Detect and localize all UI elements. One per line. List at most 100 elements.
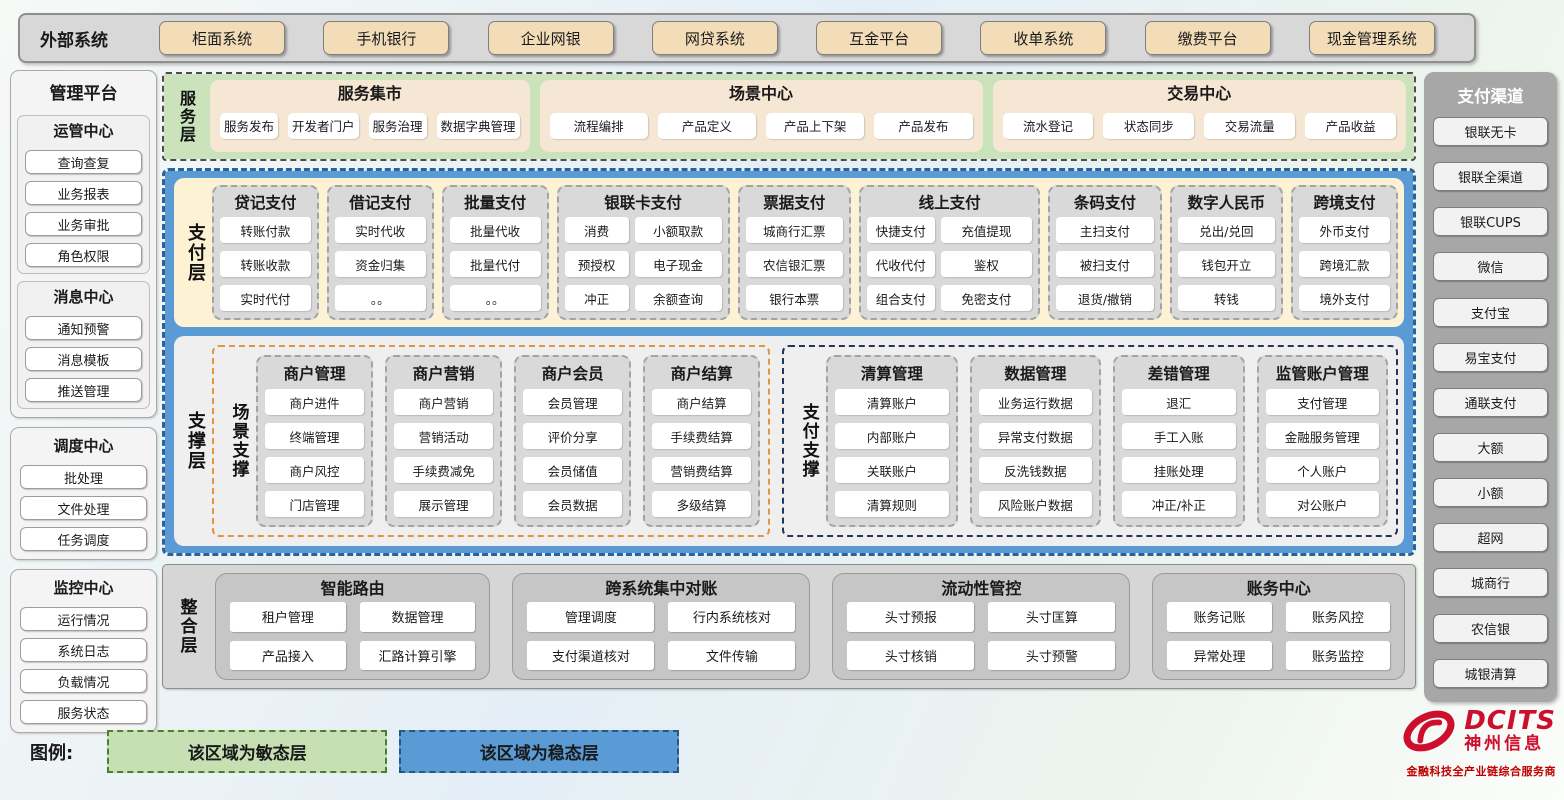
payment-item-button[interactable]: 小额取款 bbox=[634, 217, 722, 243]
external-system-button[interactable]: 企业网银 bbox=[487, 21, 614, 55]
payment-item-button[interactable]: 银行本票 bbox=[745, 285, 843, 311]
payment-item-button[interactable]: 快捷支付 bbox=[866, 217, 935, 243]
payment-item-button[interactable]: 电子现金 bbox=[634, 251, 722, 277]
payment-channel-button[interactable]: 城商行 bbox=[1433, 568, 1548, 598]
integration-item-button[interactable]: 头寸核销 bbox=[847, 640, 975, 670]
support-item-button[interactable]: 营销活动 bbox=[394, 423, 494, 449]
support-item-button[interactable]: 冲正/补正 bbox=[1122, 491, 1236, 517]
management-item-button[interactable]: 运行情况 bbox=[20, 607, 147, 631]
payment-item-button[interactable]: 境外支付 bbox=[1299, 285, 1390, 311]
payment-item-button[interactable]: 实时代收 bbox=[334, 217, 426, 243]
integration-item-button[interactable]: 账务记账 bbox=[1167, 602, 1272, 632]
payment-item-button[interactable]: 批量代付 bbox=[449, 251, 541, 277]
support-item-button[interactable]: 手续费减免 bbox=[394, 457, 494, 483]
management-item-button[interactable]: 消息模板 bbox=[25, 347, 142, 371]
payment-item-button[interactable]: 代收代付 bbox=[866, 251, 935, 277]
management-item-button[interactable]: 任务调度 bbox=[20, 527, 147, 551]
payment-channel-button[interactable]: 大额 bbox=[1433, 433, 1548, 463]
integration-item-button[interactable]: 租户管理 bbox=[230, 602, 346, 632]
payment-item-button[interactable]: 被扫支付 bbox=[1056, 251, 1154, 277]
support-item-button[interactable]: 反洗钱数据 bbox=[978, 457, 1093, 483]
support-item-button[interactable]: 会员储值 bbox=[523, 457, 623, 483]
support-item-button[interactable]: 手工入账 bbox=[1122, 423, 1236, 449]
integration-item-button[interactable]: 管理调度 bbox=[527, 602, 655, 632]
support-item-button[interactable]: 对公账户 bbox=[1265, 491, 1379, 517]
integration-item-button[interactable]: 汇路计算引擎 bbox=[359, 640, 476, 670]
payment-item-button[interactable]: 免密支付 bbox=[940, 285, 1033, 311]
support-item-button[interactable]: 清算规则 bbox=[835, 491, 949, 517]
service-item-button[interactable]: 交易流量 bbox=[1204, 112, 1296, 139]
service-item-button[interactable]: 产品定义 bbox=[657, 112, 757, 139]
management-item-button[interactable]: 服务状态 bbox=[20, 700, 147, 724]
integration-item-button[interactable]: 行内系统核对 bbox=[668, 602, 796, 632]
payment-channel-button[interactable]: 超网 bbox=[1433, 523, 1548, 553]
integration-item-button[interactable]: 头寸预警 bbox=[988, 640, 1116, 670]
external-system-button[interactable]: 网贷系统 bbox=[651, 21, 778, 55]
integration-item-button[interactable]: 账务风控 bbox=[1285, 602, 1390, 632]
service-item-button[interactable]: 状态同步 bbox=[1103, 112, 1195, 139]
payment-channel-button[interactable]: 微信 bbox=[1433, 252, 1548, 282]
integration-item-button[interactable]: 头寸预报 bbox=[847, 602, 975, 632]
support-item-button[interactable]: 支付管理 bbox=[1265, 389, 1379, 415]
management-item-button[interactable]: 推送管理 bbox=[25, 378, 142, 402]
payment-item-button[interactable]: 跨境汇款 bbox=[1299, 251, 1390, 277]
support-item-button[interactable]: 终端管理 bbox=[265, 423, 365, 449]
payment-channel-button[interactable]: 支付宝 bbox=[1433, 297, 1548, 327]
management-item-button[interactable]: 系统日志 bbox=[20, 638, 147, 662]
payment-channel-button[interactable]: 城银清算 bbox=[1433, 658, 1548, 688]
payment-channel-button[interactable]: 通联支付 bbox=[1433, 387, 1548, 417]
payment-channel-button[interactable]: 银联CUPS bbox=[1433, 207, 1548, 237]
payment-item-button[interactable]: 组合支付 bbox=[866, 285, 935, 311]
payment-item-button[interactable]: 钱包开立 bbox=[1177, 251, 1276, 277]
payment-item-button[interactable]: 余额查询 bbox=[634, 285, 722, 311]
support-item-button[interactable]: 会员管理 bbox=[523, 389, 623, 415]
payment-item-button[interactable]: 兑出/兑回 bbox=[1177, 217, 1276, 243]
support-item-button[interactable]: 多级结算 bbox=[652, 491, 752, 517]
support-item-button[interactable]: 手续费结算 bbox=[652, 423, 752, 449]
service-item-button[interactable]: 产品发布 bbox=[874, 112, 973, 139]
support-item-button[interactable]: 挂账处理 bbox=[1122, 457, 1236, 483]
payment-item-button[interactable]: 转钱 bbox=[1177, 285, 1276, 311]
payment-channel-button[interactable]: 小额 bbox=[1433, 478, 1548, 508]
payment-item-button[interactable]: 预授权 bbox=[564, 251, 629, 277]
payment-item-button[interactable]: 农信银汇票 bbox=[745, 251, 843, 277]
payment-item-button[interactable]: 转账付款 bbox=[220, 217, 311, 243]
payment-item-button[interactable]: 。。 bbox=[449, 285, 541, 311]
management-item-button[interactable]: 业务审批 bbox=[25, 212, 142, 236]
service-item-button[interactable]: 服务发布 bbox=[220, 112, 279, 139]
support-item-button[interactable]: 商户进件 bbox=[265, 389, 365, 415]
payment-item-button[interactable]: 资金归集 bbox=[334, 251, 426, 277]
payment-item-button[interactable]: 消费 bbox=[564, 217, 629, 243]
management-item-button[interactable]: 批处理 bbox=[20, 465, 147, 489]
payment-item-button[interactable]: 城商行汇票 bbox=[745, 217, 843, 243]
payment-item-button[interactable]: 。。 bbox=[334, 285, 426, 311]
service-item-button[interactable]: 开发者门户 bbox=[288, 112, 359, 139]
payment-channel-button[interactable]: 银联无卡 bbox=[1433, 117, 1548, 147]
integration-item-button[interactable]: 文件传输 bbox=[668, 640, 796, 670]
payment-item-button[interactable]: 退货/撤销 bbox=[1056, 285, 1154, 311]
support-item-button[interactable]: 个人账户 bbox=[1265, 457, 1379, 483]
payment-channel-button[interactable]: 易宝支付 bbox=[1433, 342, 1548, 372]
integration-item-button[interactable]: 异常处理 bbox=[1167, 640, 1272, 670]
payment-item-button[interactable]: 批量代收 bbox=[449, 217, 541, 243]
support-item-button[interactable]: 会员数据 bbox=[523, 491, 623, 517]
service-item-button[interactable]: 流水登记 bbox=[1002, 112, 1094, 139]
support-item-button[interactable]: 商户结算 bbox=[652, 389, 752, 415]
service-item-button[interactable]: 产品收益 bbox=[1305, 112, 1397, 139]
service-item-button[interactable]: 产品上下架 bbox=[766, 112, 865, 139]
support-item-button[interactable]: 金融服务管理 bbox=[1265, 423, 1379, 449]
support-item-button[interactable]: 商户风控 bbox=[265, 457, 365, 483]
service-item-button[interactable]: 流程编排 bbox=[549, 112, 648, 139]
support-item-button[interactable]: 展示管理 bbox=[394, 491, 494, 517]
management-item-button[interactable]: 角色权限 bbox=[25, 243, 142, 267]
management-item-button[interactable]: 业务报表 bbox=[25, 181, 142, 205]
integration-item-button[interactable]: 头寸匡算 bbox=[988, 602, 1116, 632]
external-system-button[interactable]: 手机银行 bbox=[323, 21, 450, 55]
support-item-button[interactable]: 业务运行数据 bbox=[978, 389, 1093, 415]
integration-item-button[interactable]: 产品接入 bbox=[230, 640, 346, 670]
external-system-button[interactable]: 柜面系统 bbox=[159, 21, 286, 55]
support-item-button[interactable]: 内部账户 bbox=[835, 423, 949, 449]
external-system-button[interactable]: 收单系统 bbox=[980, 21, 1107, 55]
support-item-button[interactable]: 清算账户 bbox=[835, 389, 949, 415]
management-item-button[interactable]: 负载情况 bbox=[20, 669, 147, 693]
